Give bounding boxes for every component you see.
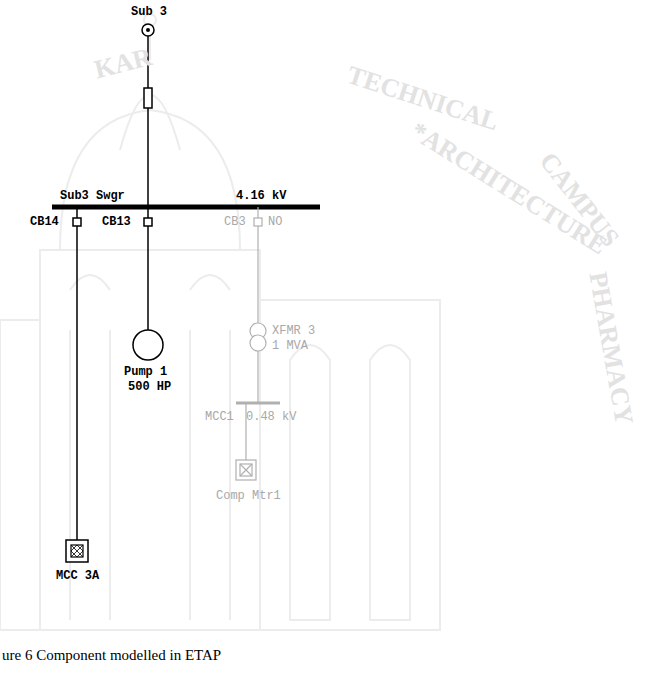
wire — [76, 207, 78, 540]
breaker-name: CB14 — [30, 216, 59, 228]
bus-bar — [52, 205, 320, 210]
breaker-symbol — [73, 218, 81, 226]
utility-source — [142, 24, 154, 36]
fuse-symbol — [144, 88, 152, 108]
motor-rating: 500 HP — [128, 381, 171, 393]
watermark-text: KAR — [92, 44, 154, 83]
wire — [147, 108, 149, 207]
breaker-symbol — [144, 218, 152, 226]
bus-name: Sub3 Swgr — [60, 190, 125, 202]
mcc-symbol — [66, 540, 88, 562]
transformer-rating: 1 MVA — [272, 340, 308, 352]
watermark-text: PHARMACY — [584, 270, 636, 427]
motor-name: Pump 1 — [124, 366, 167, 378]
motor-symbol — [133, 330, 163, 360]
breaker-name: CB3 — [224, 216, 246, 228]
watermark-building — [0, 14, 440, 630]
motor-name: Comp Mtr1 — [216, 490, 281, 502]
source-name: Sub 3 — [131, 6, 167, 18]
bus-voltage: 0.48 kV — [246, 411, 296, 423]
breaker-name: CB13 — [102, 216, 131, 228]
transformer-name: XFMR 3 — [272, 325, 315, 337]
mcc-name: MCC 3A — [56, 570, 99, 582]
figure-caption: ure 6 Component modelled in ETAP — [2, 648, 221, 663]
bus-name: MCC1 — [205, 411, 234, 423]
breaker-state: NO — [268, 216, 282, 228]
bus-voltage: 4.16 kV — [236, 190, 286, 202]
